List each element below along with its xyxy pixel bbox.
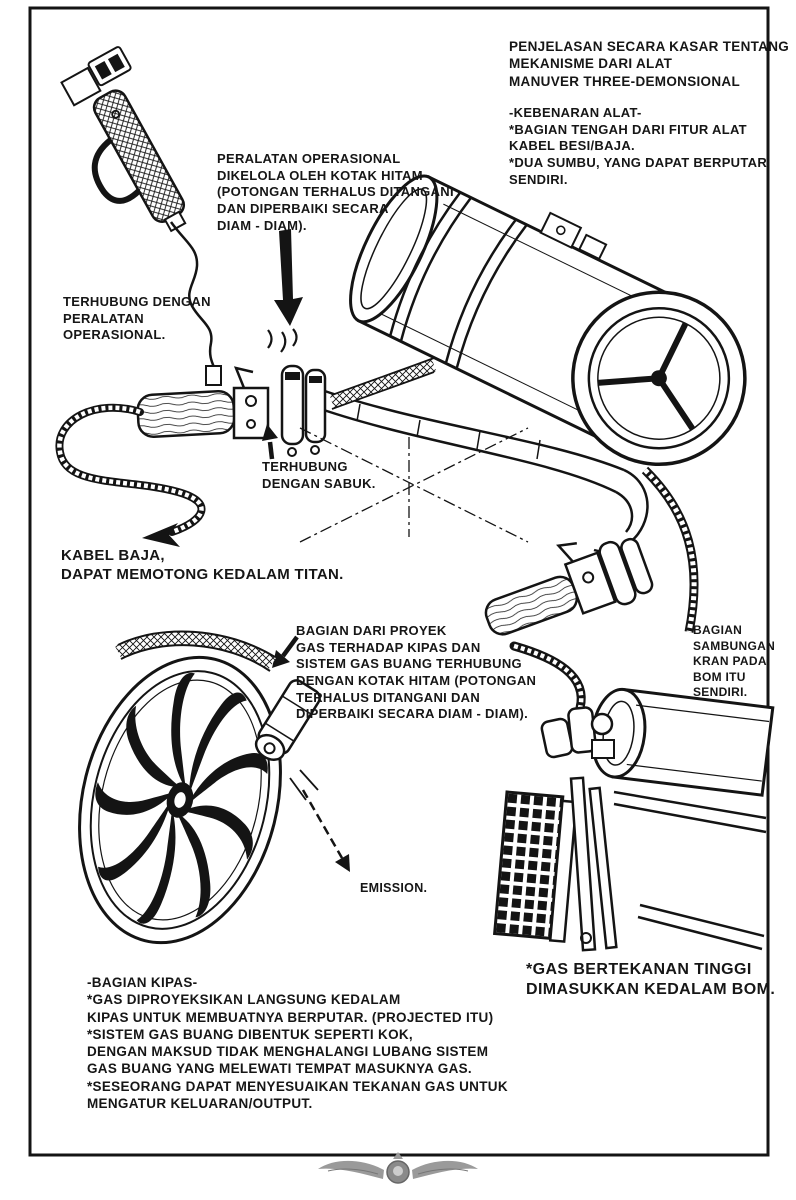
- gas-nozzle-icon: [114, 630, 321, 801]
- kebenaran-alat-caption: -KEBENARAN ALAT- *BAGIAN TENGAH DARI FIT…: [509, 105, 768, 187]
- valve-assembly-icon: [540, 706, 615, 759]
- intro-caption: PENJELASAN SECARA KASAR TENTANG MEKANISM…: [509, 39, 790, 89]
- emission-caption: EMISSION.: [360, 881, 428, 895]
- blade-handle-right-icon: [484, 537, 654, 636]
- kabel-baja-caption: KABEL BAJA, DAPAT MEMOTONG KEDALAM TITAN…: [61, 547, 344, 584]
- gas-cylinder-tank-icon: [349, 174, 747, 466]
- gas-bertekanan-caption: *GAS BERTEKANAN TINGGI DIMASUKKAN KEDALA…: [526, 961, 776, 999]
- exhaust-grille-box-icon: [492, 776, 767, 952]
- right-cable-icon: [641, 466, 699, 633]
- gas-bomb-tank-icon: [590, 687, 775, 797]
- axis-guide-lines: [299, 427, 529, 543]
- grapple-gun-icon: [60, 46, 222, 386]
- belt-strap-icon: [329, 357, 437, 410]
- bagian-kipas-caption: -BAGIAN KIPAS- *GAS DIPROYEKSIKAN LANGSU…: [87, 975, 508, 1111]
- bagian-sambungan-caption: BAGIAN SAMBUNGAN KRAN PADA BOM ITU SENDI…: [693, 623, 776, 700]
- down-arrow-icon: [274, 229, 303, 326]
- diagonal-arrow-icon: [272, 635, 299, 668]
- scanlation-watermark-icon: [318, 1152, 478, 1184]
- fan-turbine-icon: [78, 655, 282, 945]
- blade-handle-left-icon: [136, 364, 327, 457]
- up-arrow-icon: [262, 424, 278, 460]
- operation-cable: [169, 221, 218, 373]
- terhubung-sabuk-caption: TERHUBUNG DENGAN SABUK.: [262, 459, 376, 491]
- terhubung-peralatan-caption: TERHUBUNG DENGAN PERALATAN OPERASIONAL.: [63, 294, 211, 343]
- heat-squiggles-icon: [267, 328, 298, 353]
- bomb-cable-icon: [509, 641, 586, 713]
- steel-cable-harpoon-icon: [55, 403, 206, 547]
- bagian-proyek-gas-caption: BAGIAN DARI PROYEK GAS TERHADAP KIPAS DA…: [296, 623, 537, 722]
- emission-arrow-icon: [301, 789, 350, 872]
- peralatan-operasional-caption: PERALATAN OPERASIONAL DIKELOLA OLEH KOTA…: [217, 151, 454, 233]
